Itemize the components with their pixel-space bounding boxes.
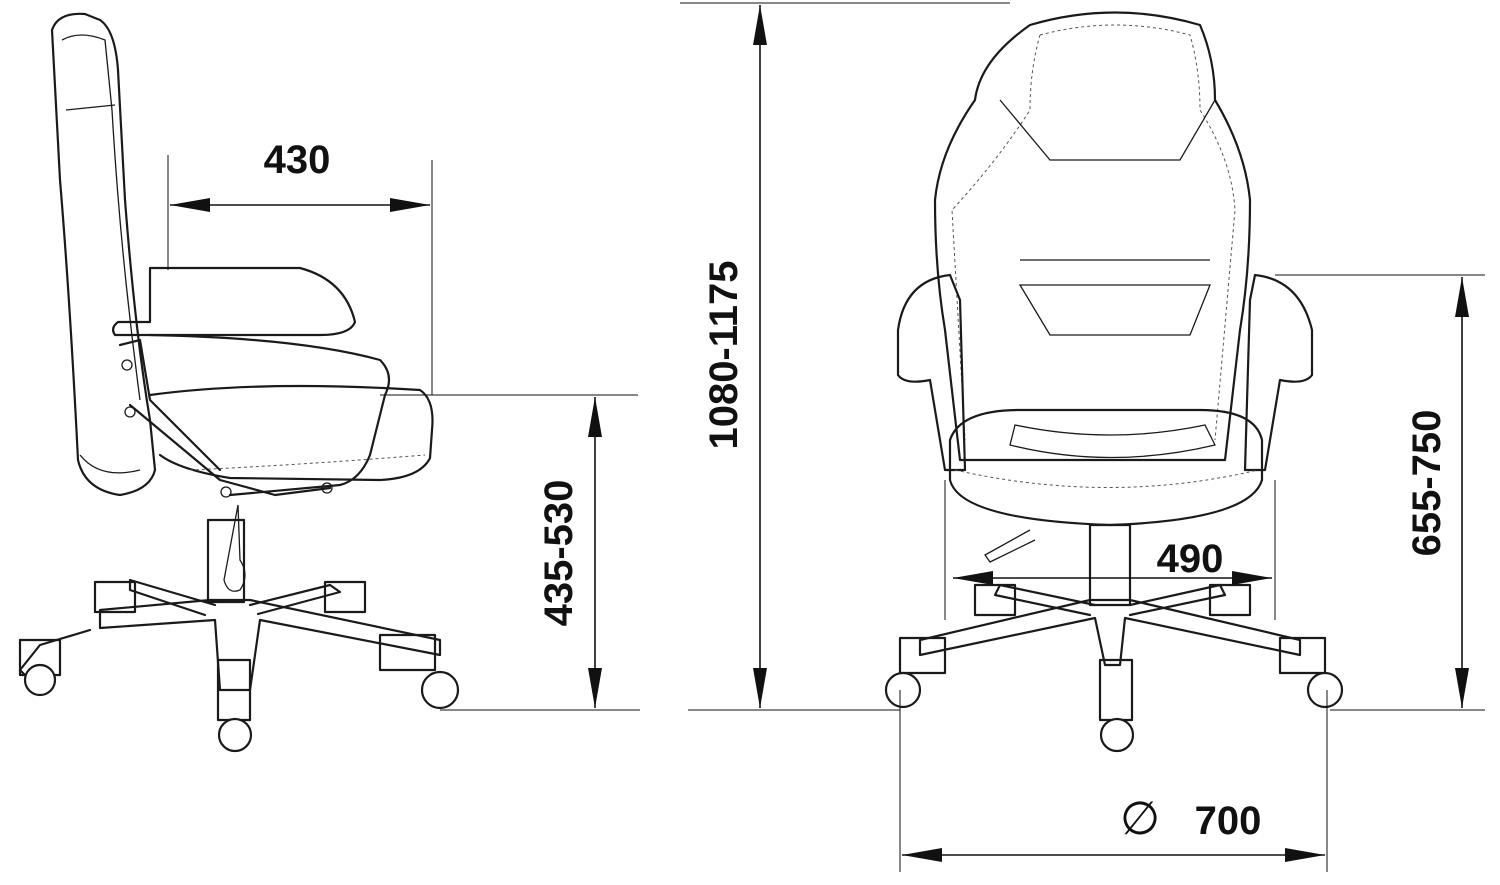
side-casters [18,580,460,753]
front-armrest-left [896,273,967,472]
seat-depth-label: 430 [264,138,331,182]
side-armrest [111,266,357,337]
dimension-seat-height: 435-530 [380,394,640,711]
dimension-total-height: 1080-1175 [680,2,1010,711]
side-seat [148,384,434,482]
armrest-height-label: 655-750 [1405,410,1449,557]
diameter-symbol: ∅ [1120,792,1160,844]
front-armrest-right [1243,273,1314,472]
base-diameter-label: 700 [1195,799,1262,843]
side-gas-lift [206,518,246,604]
front-casters [884,583,1344,753]
front-backrest [933,11,1252,462]
seat-height-label: 435-530 [537,480,581,627]
front-base [918,598,1302,667]
dimension-armrest-height: 655-750 [1275,274,1485,711]
chair-front-view [884,11,1344,753]
front-seat [948,408,1264,527]
total-height-label: 1080-1175 [702,260,746,449]
side-backrest [50,12,157,497]
dimension-base-diameter: ∅ 700 [899,690,1328,872]
dimension-seat-depth: 430 [167,138,433,395]
dimension-seat-width: 490 [944,480,1276,620]
chair-side-view [18,12,460,753]
side-base [98,598,442,692]
front-gas-lift [1088,523,1132,607]
seat-width-label: 490 [1157,537,1224,581]
